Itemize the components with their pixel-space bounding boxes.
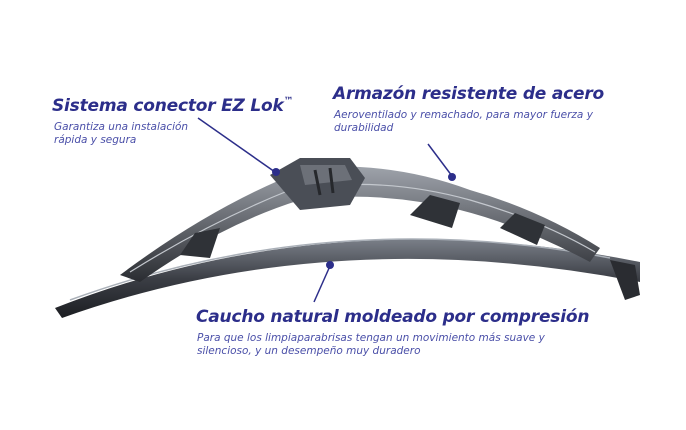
callout-lines xyxy=(197,117,456,303)
steel-frame xyxy=(120,166,640,300)
callout-description-frame: Aeroventilado y remachado, para mayor fu… xyxy=(334,109,593,134)
ez-lok-connector xyxy=(270,158,365,210)
trademark-symbol: ™ xyxy=(283,96,294,107)
callout-title-connector: Sistema conector EZ Lok™ xyxy=(52,96,294,116)
callout-description-rubber: Para que los limpiaparabrisas tengan un … xyxy=(197,332,545,357)
callout-title-frame: Armazón resistente de acero xyxy=(333,84,604,104)
callout-title-rubber: Caucho natural moldeado por compresión xyxy=(196,307,590,327)
title-text: Sistema conector EZ Lok xyxy=(52,96,284,116)
callout-description-connector: Garantiza una instalación rápida y segur… xyxy=(54,121,189,146)
